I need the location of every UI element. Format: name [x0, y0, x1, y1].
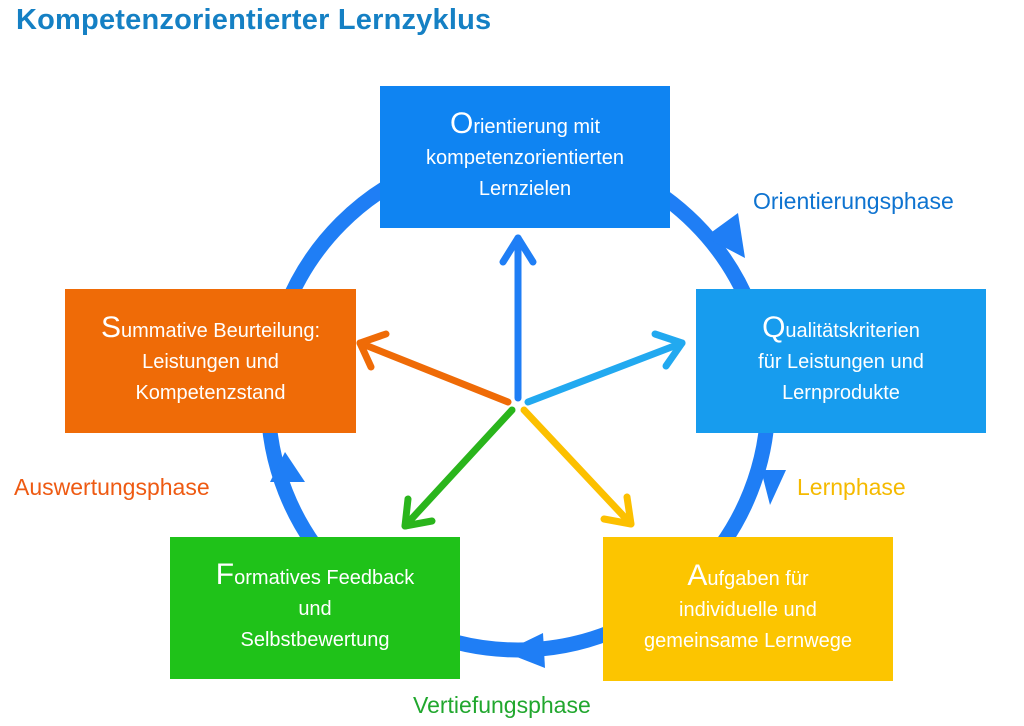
box-orientierung: Orientierung mit kompetenzorientierten L…: [380, 86, 670, 228]
box-formatives-initial: F: [215, 558, 235, 591]
box-summative-initial: S: [101, 311, 122, 344]
box-qualitaet-line2: für Leistungen und: [758, 351, 924, 373]
box-aufgaben-line3: gemeinsame Lernwege: [644, 630, 852, 652]
box-qualitaet-line1-text: ualitätskriterien: [785, 320, 920, 342]
box-aufgaben-line1: Aufgaben für: [687, 561, 808, 595]
box-formatives-line1: Formatives Feedback: [216, 560, 414, 594]
box-aufgaben-initial: A: [687, 559, 708, 592]
box-formatives-line1-text: ormatives Feedback: [234, 567, 415, 589]
center-arrow-up: [499, 234, 537, 402]
box-formatives-line3: Selbstbewertung: [240, 629, 390, 651]
phase-label-orientierung: Orientierungsphase: [753, 188, 954, 214]
box-aufgaben-line2: individuelle und: [679, 599, 817, 621]
cycle-arrowhead-lern: [761, 470, 786, 505]
phase-label-auswertung: Auswertungsphase: [14, 474, 210, 500]
cycle-arrowhead-orientierung: [705, 213, 745, 258]
box-orientierung-line2: kompetenzorientierten: [426, 147, 624, 169]
box-orientierung-line1: Orientierung mit: [450, 109, 600, 143]
box-summative: Summative Beurteilung: Leistungen und Ko…: [65, 289, 356, 433]
box-formatives-line2: und: [298, 598, 332, 620]
box-orientierung-line3: Lernzielen: [478, 178, 572, 200]
box-formatives: Formatives Feedback und Selbstbewertung: [170, 537, 460, 679]
phase-label-vertiefung: Vertiefungsphase: [413, 692, 591, 718]
box-orientierung-line1-text: rientierung mit: [473, 116, 601, 138]
cycle-arrowhead-vertiefung: [504, 633, 545, 668]
box-orientierung-initial: O: [449, 107, 474, 140]
box-aufgaben: Aufgaben für individuelle und gemeinsame…: [603, 537, 893, 681]
diagram-title: Kompetenzorientierter Lernzyklus: [16, 4, 492, 36]
cycle-arrowhead-auswertung: [270, 452, 305, 482]
center-arrow-down-left: [401, 406, 516, 530]
box-qualitaet-line1: Qualitätskriterien: [762, 313, 920, 347]
box-summative-line1: Summative Beurteilung:: [101, 313, 320, 347]
phase-label-lern: Lernphase: [797, 474, 906, 500]
box-summative-line2: Leistungen und: [142, 351, 279, 373]
center-arrow-down-right: [520, 406, 635, 528]
box-summative-line1-text: ummative Beurteilung:: [121, 320, 320, 342]
box-qualitaet-line3: Lernprodukte: [782, 382, 900, 404]
box-qualitaet: Qualitätskriterien für Leistungen und Le…: [696, 289, 986, 433]
box-summative-line3: Kompetenzstand: [135, 382, 286, 404]
box-aufgaben-line1-text: ufgaben für: [707, 568, 809, 590]
box-qualitaet-initial: Q: [762, 311, 786, 344]
center-arrow-left: [356, 330, 512, 406]
center-arrow-right: [524, 330, 686, 406]
